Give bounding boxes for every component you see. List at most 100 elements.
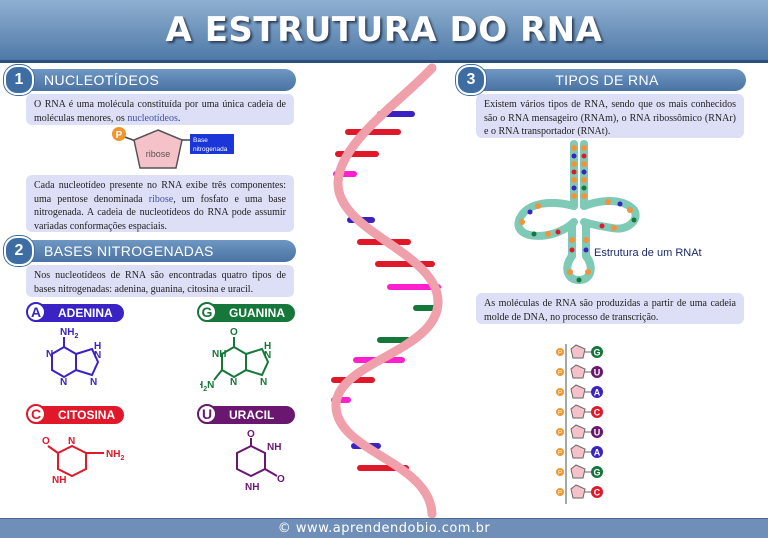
guanina-h: H	[264, 341, 271, 352]
nucleotideo-desc-text: Cada nucleotídeo presente no RNA exibe t…	[34, 180, 286, 205]
chain-phosphate	[556, 408, 564, 416]
chain-base	[591, 466, 603, 478]
tipos-intro-text: Existem vários tipos de RNA, sendo que o…	[484, 99, 736, 137]
guanina-letter: G	[197, 302, 217, 322]
adenina-letter: A	[26, 302, 46, 322]
adenina-name: ADENINA	[58, 306, 113, 320]
adenina-n3: N	[60, 377, 67, 388]
ribose-label: ribose	[146, 149, 171, 159]
chain-phosphate-label: P	[558, 491, 562, 497]
chain-phosphate	[556, 388, 564, 396]
nucleotideo-intro-box: O RNA é uma molécula constituída por uma…	[26, 94, 294, 125]
section-number-2: 2	[4, 236, 34, 266]
transcription-box: As moléculas de RNA são produzidas a par…	[476, 293, 744, 324]
base-pill-citosina: C CITOSINA	[26, 404, 124, 424]
section-bases-header: BASES NITROGENADAS	[16, 240, 296, 262]
section-number-3: 3	[456, 65, 486, 95]
base-label-1: Base	[193, 137, 208, 144]
chain-base-letter: G	[593, 348, 600, 358]
adenina-n9: N	[94, 350, 101, 361]
citosina-nh: NH	[52, 475, 66, 486]
chain-ribose	[570, 424, 586, 439]
chain-phosphate	[556, 468, 564, 476]
uracil-nh-top: NH	[267, 442, 281, 453]
chain-phosphate	[556, 348, 564, 356]
nucleotideo-desc-box: Cada nucleotídeo presente no RNA exibe t…	[26, 175, 294, 232]
section-tipos-title: TIPOS DE RNA	[555, 72, 659, 88]
guanina-structure: O NH H N N N H2N	[200, 327, 271, 393]
chain-ribose	[570, 444, 586, 459]
citosina-o: O	[42, 436, 50, 447]
chain-base-letter: A	[594, 448, 601, 458]
uracil-name: URACIL	[229, 408, 275, 422]
chain-base	[591, 446, 603, 458]
guanina-h2n: H2N	[200, 380, 214, 393]
base-pill-guanina: G GUANINA	[197, 302, 295, 322]
chain-base	[591, 426, 603, 438]
chain-base	[591, 486, 603, 498]
section-number-1: 1	[4, 65, 34, 95]
guanina-n9: N	[264, 350, 271, 361]
chain-phosphate-label: P	[558, 451, 562, 457]
tipos-intro-box: Existem vários tipos de RNA, sendo que o…	[476, 94, 744, 138]
phosphate-label: P	[116, 130, 123, 141]
chain-phosphate-label: P	[558, 371, 562, 377]
footer: © www.aprendendobio.com.br	[0, 518, 768, 538]
nucleotideo-desc-end: , um fosfato e uma base nitrogenada. A c…	[34, 193, 286, 232]
bases-intro-text: Nos nucleotídeos de RNA são encontradas …	[34, 270, 286, 295]
citosina-n3: N	[68, 436, 75, 447]
section-tipos-header: TIPOS DE RNA	[468, 69, 746, 91]
uracil-nh-bottom: NH	[245, 482, 259, 493]
footer-credit: © www.aprendendobio.com.br	[277, 521, 491, 536]
nucleotideo-desc-highlight: ribose	[148, 193, 174, 205]
chain-phosphate-label: P	[558, 351, 562, 357]
chain-base-letter: A	[594, 388, 601, 398]
base-label-2: nitrogenada	[193, 146, 228, 153]
chain-base-letter: G	[593, 468, 600, 478]
chain-ribose	[570, 404, 586, 419]
citosina-structure: O N NH2 NH	[42, 436, 124, 486]
chain-base-letter: U	[594, 368, 601, 378]
adenina-h: H	[94, 341, 101, 352]
bases-intro-box: Nos nucleotídeos de RNA são encontradas …	[26, 265, 294, 297]
chain-phosphate	[556, 448, 564, 456]
nucleotideo-intro-highlight: nucleotídeos	[127, 112, 178, 124]
adenina-n7: N	[90, 377, 97, 388]
guanina-name: GUANINA	[229, 306, 285, 320]
adenina-nh2: NH2	[60, 327, 78, 340]
chain-base-letter: C	[594, 488, 601, 498]
title-bar: A ESTRUTURA DO RNA	[0, 0, 768, 63]
guanina-o: O	[230, 327, 238, 338]
rna-strand-illustration	[331, 63, 443, 518]
nucleotideo-intro-end: .	[177, 112, 181, 124]
chain-phosphate-label: P	[558, 471, 562, 477]
chain-base	[591, 386, 603, 398]
trna-structure: Estrutura de um RNAt	[514, 140, 702, 285]
chain-ribose	[570, 464, 586, 479]
chain-phosphate	[556, 488, 564, 496]
section-bases-title: BASES NITROGENADAS	[44, 243, 214, 259]
uracil-letter: U	[197, 404, 217, 424]
chain-phosphate-label: P	[558, 411, 562, 417]
chain-ribose	[570, 484, 586, 499]
chain-base	[591, 406, 603, 418]
base-pill-uracil: U URACIL	[197, 404, 295, 424]
chain-phosphate	[556, 368, 564, 376]
chain-ribose	[570, 384, 586, 399]
chain-base	[591, 346, 603, 358]
phosphate-circle	[112, 127, 126, 141]
transcription-text: As moléculas de RNA são produzidas a par…	[484, 298, 736, 323]
uracil-o-top: O	[247, 429, 255, 440]
chain-base	[591, 366, 603, 378]
uracil-o-right: O	[277, 474, 285, 485]
adenina-structure: NH2 N N H N N	[46, 327, 101, 388]
